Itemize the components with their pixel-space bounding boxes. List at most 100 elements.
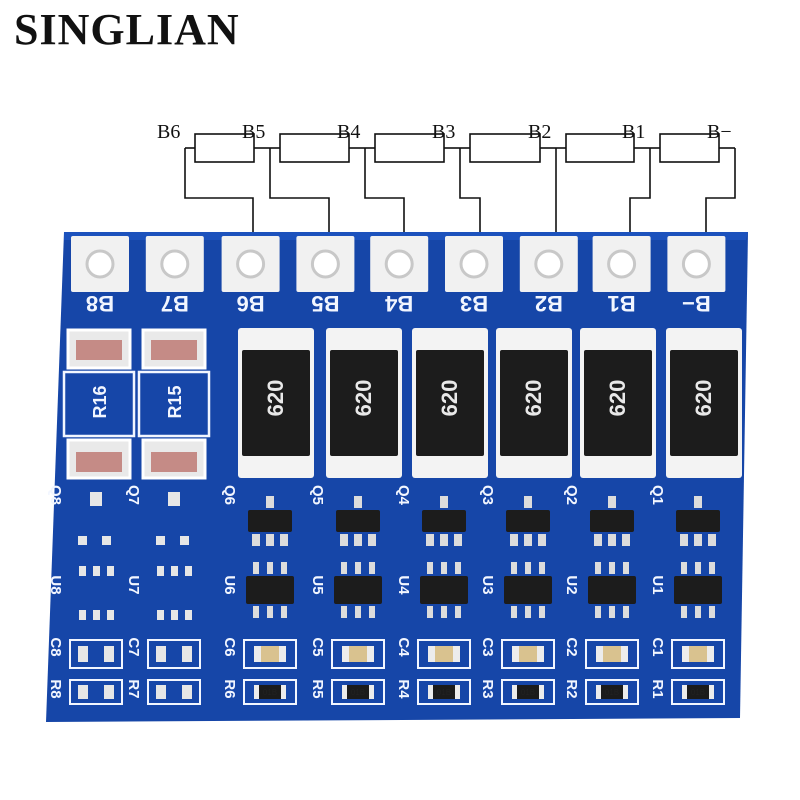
- smd-resistor: 620: [666, 328, 742, 478]
- silk-outline: [417, 679, 471, 705]
- schematic-node-label: B−: [707, 121, 732, 143]
- pad-hole: [310, 249, 340, 279]
- resistor-label: R1: [649, 679, 666, 698]
- pad-hole: [236, 249, 266, 279]
- resistor-footprint: R16: [62, 328, 136, 480]
- silk-outline: [69, 639, 123, 669]
- resistor-marking: 620: [521, 380, 546, 417]
- capacitor-label: C8: [47, 637, 64, 656]
- capacitor-cap: [682, 646, 689, 662]
- empty-pad: [93, 566, 100, 576]
- silk-outline: [585, 679, 639, 705]
- empty-pad: [182, 685, 192, 699]
- schematic-node-label: B1: [622, 121, 645, 143]
- empty-pad: [157, 610, 164, 620]
- ic-pin: [355, 562, 361, 574]
- empty-pad: [78, 536, 87, 545]
- transistor-pin: [252, 534, 260, 546]
- schematic-node-label: B3: [432, 121, 455, 143]
- ic-pin: [355, 606, 361, 618]
- capacitor-label: C6: [221, 637, 238, 656]
- schematic-wire: [629, 148, 651, 255]
- empty-pad: [185, 610, 192, 620]
- silk-outline: [147, 639, 201, 669]
- transistor-pin: [538, 534, 546, 546]
- ic-pin: [427, 606, 433, 618]
- ic-label: U4: [395, 575, 412, 595]
- ic-label: U8: [47, 575, 64, 594]
- capacitor-cap: [596, 646, 603, 662]
- ic-pin: [609, 562, 615, 574]
- ic-body: [420, 576, 468, 604]
- solder-pad: [519, 236, 578, 292]
- ic-pin: [341, 606, 347, 618]
- transistor-pin: [694, 496, 702, 508]
- resistor-body: [670, 350, 738, 456]
- ic-body: [504, 576, 552, 604]
- silk-outline: [331, 679, 385, 705]
- ic-pin: [267, 562, 273, 574]
- empty-pad: [104, 685, 114, 699]
- transistor-body: [422, 510, 466, 532]
- resistor-label: R3: [479, 679, 496, 698]
- solder-pad: [296, 236, 355, 292]
- solder-blob: [76, 340, 122, 360]
- capacitor-label: C4: [395, 637, 412, 657]
- ic-pin: [595, 606, 601, 618]
- ic-pin: [511, 606, 517, 618]
- pad-label: B8: [86, 291, 114, 316]
- capacitor-body: [512, 646, 544, 662]
- resistor-body: [500, 350, 568, 456]
- capacitor-cap: [453, 646, 460, 662]
- resistor-body: [242, 350, 310, 456]
- resistor-marking: 620: [605, 380, 630, 417]
- transistor-pin: [594, 534, 602, 546]
- transistor-pin: [266, 534, 274, 546]
- silk-outline: [243, 639, 297, 669]
- schematic-resistor: [469, 133, 541, 163]
- resistor-cap: [369, 685, 374, 699]
- transistor-pin: [280, 534, 288, 546]
- smd-marking: 01B: [691, 688, 705, 697]
- resistor-cap: [623, 685, 628, 699]
- resistor-cap: [596, 685, 601, 699]
- ic-pin: [525, 606, 531, 618]
- transistor-body: [506, 510, 550, 532]
- pad-hole: [85, 249, 115, 279]
- transistor-label: Q1: [649, 485, 666, 505]
- silk-outline: [62, 370, 136, 438]
- resistor-label: R5: [309, 679, 326, 698]
- resistor-cap: [539, 685, 544, 699]
- pad-label: B4: [384, 291, 413, 316]
- resistor-label: R2: [563, 679, 580, 698]
- resistor-marking: 620: [437, 380, 462, 417]
- solder-pad: [71, 236, 129, 292]
- capacitor-cap: [254, 646, 261, 662]
- silk-outline: [671, 679, 725, 705]
- solder-pad: [445, 236, 503, 292]
- smd-marking: 01B: [605, 688, 619, 697]
- transistor-pin: [266, 496, 274, 508]
- transistor-body: [676, 510, 720, 532]
- resistor-cap: [709, 685, 714, 699]
- pad-hole: [607, 249, 637, 279]
- empty-pad: [78, 685, 88, 699]
- ic-pin: [441, 562, 447, 574]
- resistor-cap: [512, 685, 517, 699]
- ic-pin: [595, 562, 601, 574]
- schematic-resistor: [565, 133, 635, 163]
- smd-resistor-small: [512, 685, 544, 699]
- capacitor-label: C1: [649, 637, 666, 656]
- silk-outline: [137, 370, 211, 438]
- transistor-pin: [524, 534, 532, 546]
- ic-pin: [709, 562, 715, 574]
- ic-pin: [539, 606, 545, 618]
- ic-pin: [695, 562, 701, 574]
- transistor-label: Q8: [47, 485, 64, 505]
- schematic-wire: [705, 148, 736, 255]
- ic-pin: [281, 562, 287, 574]
- ic-pin: [253, 606, 259, 618]
- resistor-body: [584, 350, 652, 456]
